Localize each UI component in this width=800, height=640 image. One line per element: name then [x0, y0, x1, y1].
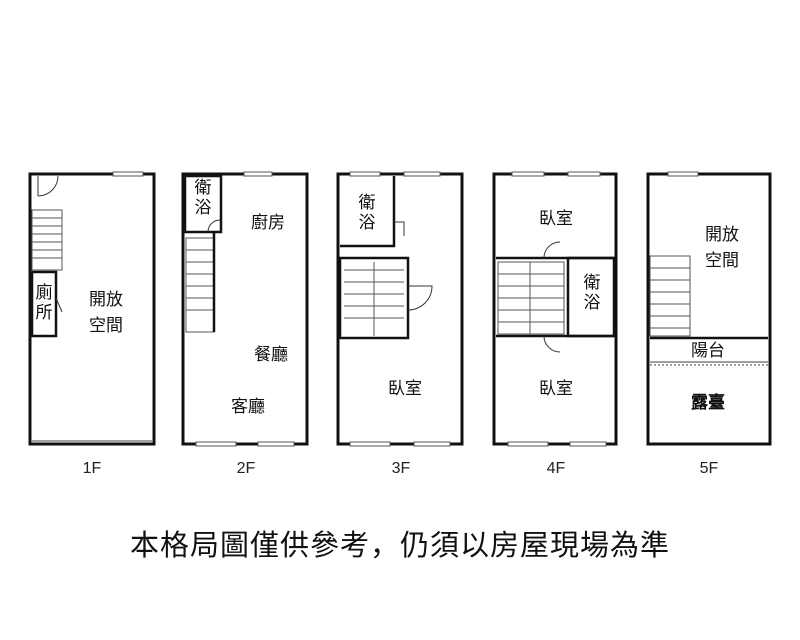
- staircase: [185, 232, 216, 333]
- floor-label-1f: 1F: [83, 460, 102, 477]
- floor-label-5f: 5F: [700, 460, 719, 477]
- room-label-balcony: 陽台: [691, 341, 725, 361]
- room-label-bathroom: 衛浴: [359, 193, 376, 233]
- window: [349, 171, 381, 177]
- floor-5f-plan: 開放 空間 陽台 露臺 5F: [646, 171, 772, 477]
- bedroom-door: [543, 241, 561, 259]
- room-label-open-space-line1: 開放: [89, 290, 123, 310]
- window: [112, 171, 144, 177]
- staircase: [338, 256, 410, 340]
- floor-3f-outer-wall: [336, 172, 464, 446]
- room-label-open-space-line1: 開放: [705, 225, 739, 245]
- floor-4f-plan: 臥室 衛浴 臥室 4F: [492, 171, 618, 477]
- window: [413, 441, 451, 447]
- window: [243, 171, 273, 177]
- disclaimer-text: 本格局圖僅供參考，仍須以房屋現場為準: [129, 528, 670, 562]
- window: [257, 441, 295, 447]
- staircase: [497, 261, 565, 335]
- window: [667, 171, 699, 177]
- room-label-toilet: 廁所: [36, 282, 53, 323]
- floor-2f-plan: 衛浴 廚房 餐廳 客廳 2F: [181, 171, 309, 477]
- room-label-bedroom-top: 臥室: [539, 209, 573, 229]
- room-label-bathroom: 衛浴: [195, 178, 212, 218]
- window: [511, 171, 545, 177]
- stair-door: [407, 285, 433, 311]
- bathroom-door: [394, 221, 405, 236]
- bathroom-door: [207, 219, 221, 233]
- floor-4f-outer-wall: [492, 172, 618, 446]
- staircase: [31, 209, 63, 271]
- window: [569, 441, 607, 447]
- room-label-open-space-line2: 空間: [89, 316, 123, 336]
- toilet-room: [30, 270, 58, 338]
- entry-door: [37, 175, 59, 197]
- window: [507, 441, 549, 447]
- staircase: [649, 255, 691, 337]
- floor-label-3f: 3F: [392, 460, 411, 477]
- room-label-bedroom: 臥室: [388, 379, 422, 399]
- room-label-living: 客廳: [231, 397, 265, 417]
- floor-3f-plan: 衛浴 臥室 3F: [336, 171, 464, 477]
- window: [403, 171, 441, 177]
- window: [195, 441, 237, 447]
- floor-label-2f: 2F: [237, 460, 256, 477]
- toilet-door: [55, 297, 63, 313]
- room-label-dining: 餐廳: [254, 345, 288, 365]
- floor-1f-outer-wall: [28, 172, 156, 446]
- room-label-open-space-line2: 空間: [705, 251, 739, 271]
- bathroom: [566, 256, 616, 338]
- window: [567, 171, 601, 177]
- floor-5f-outer-wall: [646, 172, 772, 446]
- room-label-terrace: 露臺: [691, 392, 725, 413]
- room-label-kitchen: 廚房: [251, 212, 285, 233]
- bathroom-wall: [340, 176, 396, 248]
- window: [349, 441, 391, 447]
- room-label-bedroom-bottom: 臥室: [539, 379, 573, 399]
- floor-label-4f: 4F: [547, 460, 566, 477]
- bedroom-door: [543, 335, 561, 353]
- bathroom: [183, 174, 223, 234]
- room-label-bathroom: 衛浴: [584, 273, 601, 313]
- floor-1f-plan: 廁所 開放 空間 1F: [28, 171, 156, 477]
